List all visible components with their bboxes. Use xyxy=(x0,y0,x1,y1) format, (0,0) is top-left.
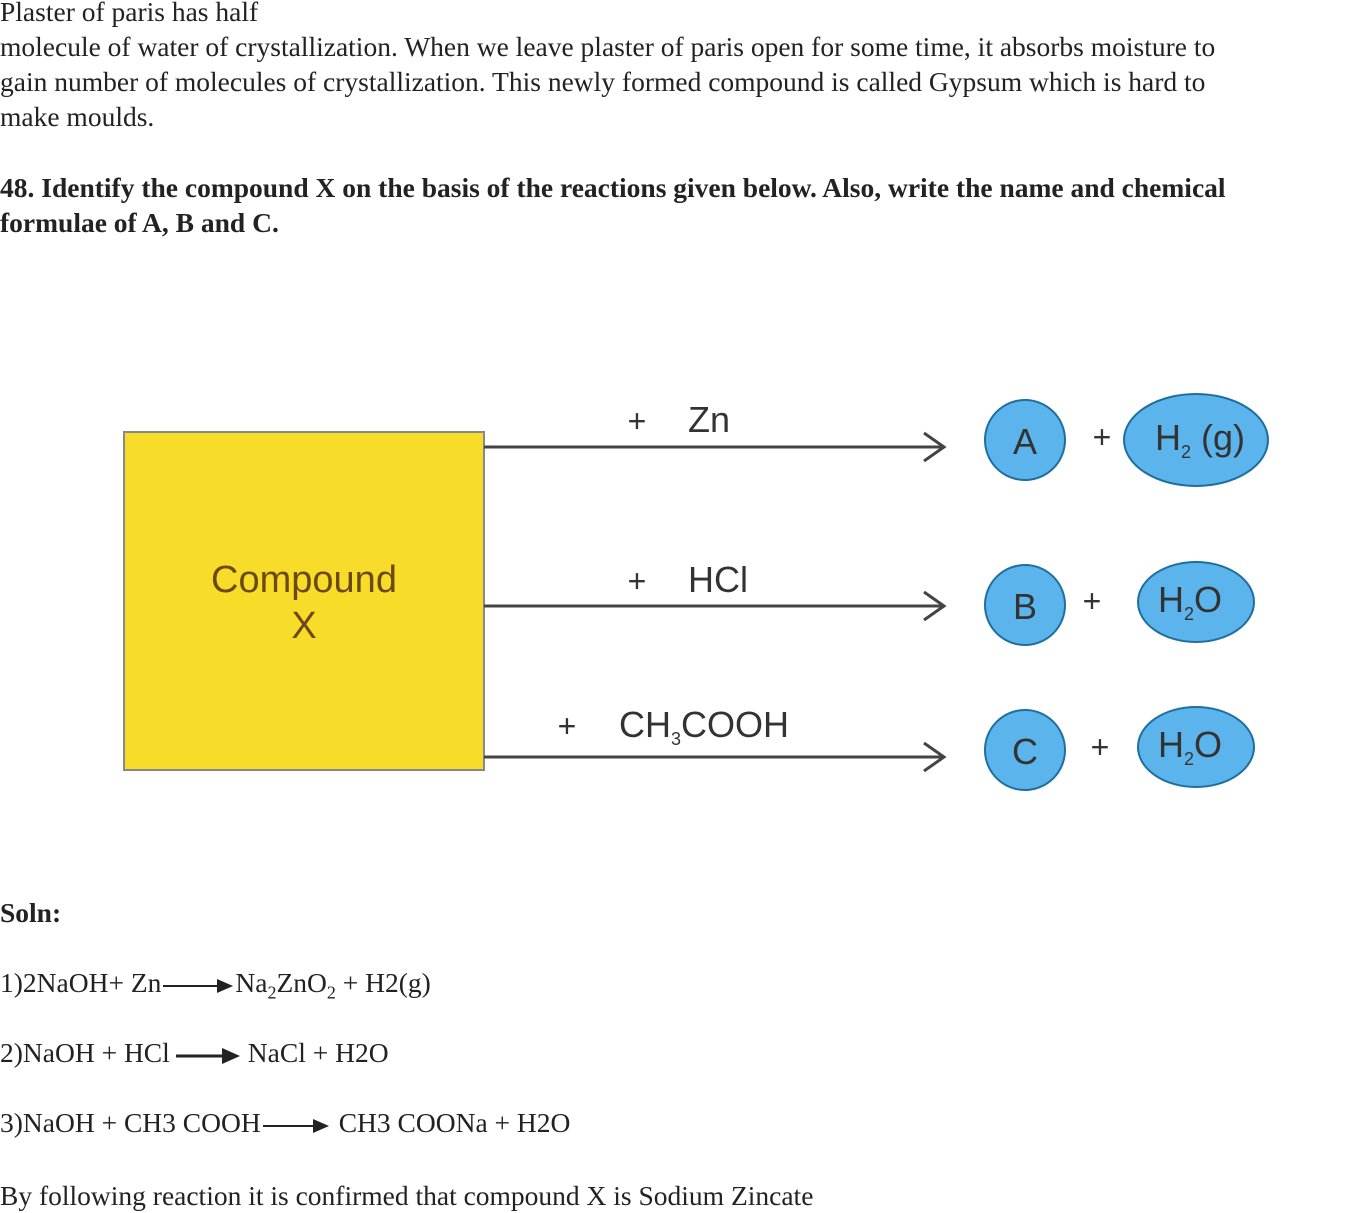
solution-heading: Soln: xyxy=(0,897,62,928)
reaction-zn: + Zn A + H2 (g) xyxy=(484,393,1269,487)
arrow-icon xyxy=(262,1118,329,1133)
equation-1: 1)2NaOH+ Zn Na2ZnO2 + H2(g) xyxy=(0,967,431,1004)
plus-sign: + xyxy=(628,563,647,599)
reagent-ch3cooh: CH3COOH xyxy=(619,704,789,749)
product-b-label: B xyxy=(1013,586,1037,627)
equation-3-reactants: 3)NaOH + CH3 COOH xyxy=(0,1107,261,1138)
byproduct-h2g-bubble xyxy=(1123,393,1269,487)
equation-1-products: Na2ZnO2 + H2(g) xyxy=(235,967,431,1003)
plus-sign: + xyxy=(558,708,577,744)
reaction-acetic-acid: + CH3COOH C + H2O xyxy=(484,704,1255,791)
question-line-2: formulae of A, B and C. xyxy=(0,207,279,238)
reagent-hcl: HCl xyxy=(688,559,748,600)
intro-line-3: gain number of molecules of crystallizat… xyxy=(0,66,1206,97)
reaction-hcl: + HCl B + H2O xyxy=(484,559,1255,646)
compound-box xyxy=(123,431,485,771)
equation-2-products: NaCl + H2O xyxy=(247,1037,389,1068)
byproduct-h2o-bubble xyxy=(1137,561,1255,643)
arrow-icon xyxy=(175,1047,240,1064)
byproduct-h2g-label: H2 (g) xyxy=(1155,417,1245,462)
plus-sign: + xyxy=(1091,729,1110,765)
equation-3: 3)NaOH + CH3 COOH CH3 COONa + H2O xyxy=(0,1107,570,1139)
question-line-1: 48. Identify the compound X on the basis… xyxy=(0,172,1226,203)
equation-2: 2)NaOH + HCl NaCl + H2O xyxy=(0,1037,389,1069)
conclusion: By following reaction it is confirmed th… xyxy=(0,1180,814,1211)
product-a-bubble xyxy=(984,399,1066,481)
product-b-bubble xyxy=(984,564,1066,646)
compound-label: Compound xyxy=(211,559,397,601)
byproduct-h2o-label: H2O xyxy=(1158,579,1222,624)
intro-line-1: Plaster of paris has half xyxy=(0,0,259,27)
plus-sign: + xyxy=(628,403,647,439)
reagent-zn: Zn xyxy=(688,399,730,440)
intro-line-4: make moulds. xyxy=(0,101,155,132)
byproduct-h2o-label: H2O xyxy=(1158,724,1222,769)
arrow-icon xyxy=(163,978,234,993)
intro-line-2: molecule of water of crystallization. Wh… xyxy=(0,31,1216,62)
equation-1-reactants: 1)2NaOH+ Zn xyxy=(0,967,162,998)
equation-2-reactants: 2)NaOH + HCl xyxy=(0,1037,170,1068)
product-c-bubble xyxy=(984,709,1066,791)
reaction-diagram: Compound X + Zn A + H2 (g) + HCl B + H2O… xyxy=(123,393,1269,791)
plus-sign: + xyxy=(1093,419,1112,455)
plus-sign: + xyxy=(1083,583,1102,619)
compound-x-label: X xyxy=(291,605,316,647)
equation-3-products: CH3 COONa + H2O xyxy=(338,1107,571,1138)
product-c-label: C xyxy=(1012,731,1038,772)
product-a-label: A xyxy=(1013,421,1037,462)
byproduct-h2o-bubble xyxy=(1137,706,1255,788)
